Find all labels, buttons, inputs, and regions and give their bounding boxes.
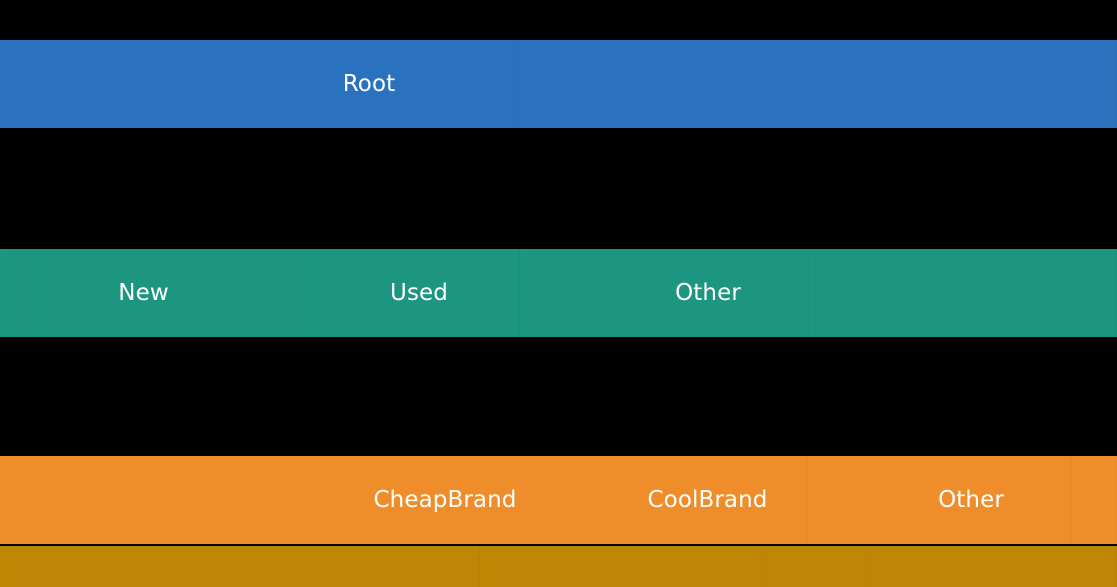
icicle-node-label: Used [390,279,448,306]
icicle-node-unlabeled[interactable] [545,456,607,544]
icicle-node-unlabeled[interactable] [1072,456,1117,544]
icicle-node-unlabeled[interactable] [520,40,1117,128]
icicle-node-label: New [118,279,169,306]
icicle-node-unlabeled[interactable] [808,456,870,544]
icicle-node-label: Other [938,486,1004,513]
icicle-node-unlabeled[interactable] [480,546,767,587]
icicle-node-unlabeled[interactable] [0,40,318,128]
icicle-node-label: CheapBrand [373,486,517,513]
icicle-node-unlabeled[interactable] [520,249,607,337]
icicle-node-cheapbrand[interactable]: CheapBrand [345,456,545,544]
icicle-node-label: Root [342,70,396,97]
icicle-node-unlabeled[interactable] [420,40,520,128]
icicle-level-0: Root [0,40,1117,128]
icicle-node-unlabeled[interactable] [867,546,1117,587]
icicle-node-coolbrand[interactable]: CoolBrand [607,456,808,544]
icicle-node-unlabeled[interactable] [0,546,480,587]
icicle-node-label: CoolBrand [647,486,768,513]
icicle-node-unlabeled[interactable] [0,456,345,544]
icicle-node-unlabeled[interactable] [767,546,867,587]
icicle-node-new[interactable]: New [44,249,243,337]
icicle-node-used[interactable]: Used [318,249,520,337]
icicle-node-unlabeled[interactable] [0,249,44,337]
icicle-node-root[interactable]: Root [318,40,420,128]
icicle-node-other[interactable]: Other [607,249,809,337]
icicle-node-unlabeled[interactable] [809,249,1117,337]
icicle-node-unlabeled[interactable] [243,249,318,337]
icicle-node-label: Other [675,279,741,306]
icicle-level-2: CheapBrand CoolBrand Other [0,456,1117,544]
icicle-level-3 [0,546,1117,587]
icicle-node-other[interactable]: Other [870,456,1072,544]
icicle-level-1: New Used Other [0,249,1117,337]
